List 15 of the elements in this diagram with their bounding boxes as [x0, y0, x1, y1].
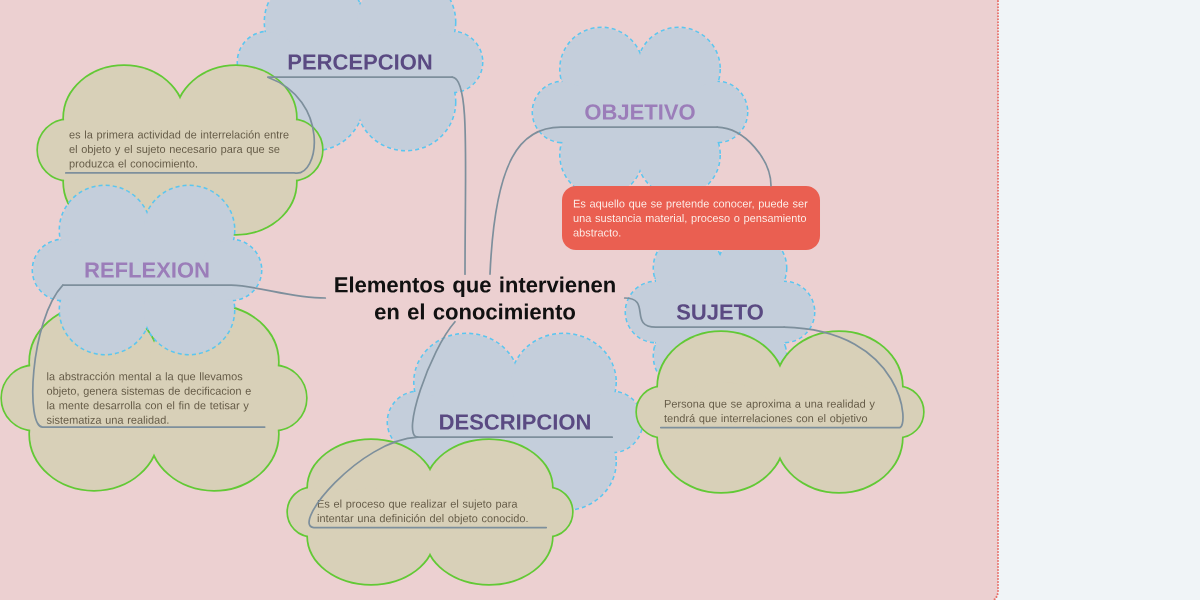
topic-cloud: REFLEXION: [31, 184, 263, 356]
branch-line: [451, 76, 467, 276]
branch-line: [308, 436, 548, 529]
branch-line: [489, 126, 719, 276]
central-topic: Elementos que intervienen en el conocimiento: [335, 276, 615, 320]
branch-line: [64, 76, 454, 174]
note-card: Es aquello que se pretende conocer, puede ser una sustancia material, proceso o pensamiento abstracto.: [562, 186, 820, 250]
branch-line: [61, 284, 327, 299]
branch-line: [32, 284, 266, 428]
topic-cloud: OBJETIVO: [531, 26, 749, 198]
note-cloud: Persona que se aproxima a una realidad y tendrá que interrelaciones con el objetivo: [635, 330, 925, 494]
branch-line: [659, 326, 904, 429]
branch-line: [411, 320, 614, 439]
branch-line: [623, 297, 786, 329]
branch-line: [716, 126, 772, 187]
